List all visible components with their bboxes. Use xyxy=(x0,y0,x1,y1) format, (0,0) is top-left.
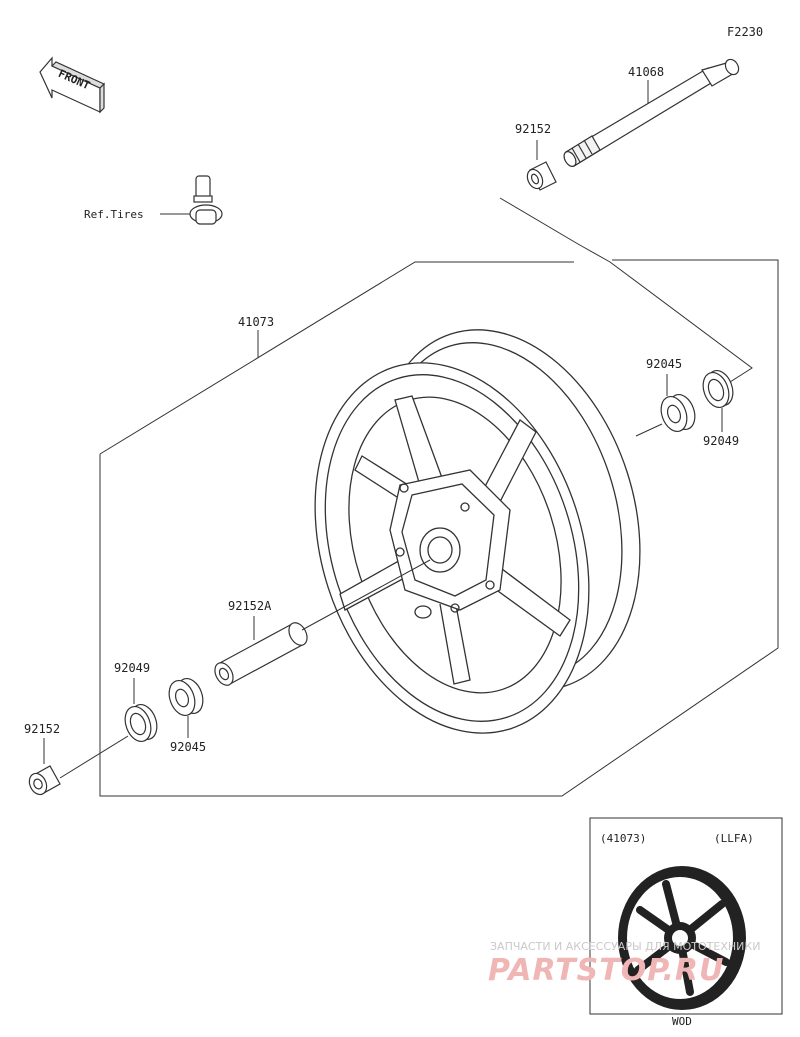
label-bearing-left: 92045 xyxy=(170,740,206,754)
label-collar-top: 92152 xyxy=(515,122,551,136)
collar-top xyxy=(526,161,557,191)
label-spacer: 92152A xyxy=(228,599,272,613)
front-arrow-icon: FRONT xyxy=(39,56,106,114)
label-bearing-right: 92045 xyxy=(646,357,682,371)
seal-left xyxy=(124,703,158,743)
label-seal-left: 92049 xyxy=(114,661,150,675)
watermark-line2: PARTSTOP.RU xyxy=(488,953,724,988)
inset-caption: WOD xyxy=(672,1015,692,1028)
label-ref-tires: Ref.Tires xyxy=(84,208,144,221)
inset-part: (41073) xyxy=(600,832,646,845)
label-wheel: 41073 xyxy=(238,315,274,329)
watermark-line1: ЗАПЧАСТИ И АКСЕССУАРЫ ДЛЯ МОТОТЕХНИКИ xyxy=(490,940,760,953)
label-seal-right: 92049 xyxy=(703,434,739,448)
label-collar-left: 92152 xyxy=(24,722,60,736)
diagram-code: F2230 xyxy=(727,25,763,39)
bearing-right xyxy=(660,393,696,433)
inset-wheel-icon xyxy=(618,866,746,1010)
tire-valve-icon xyxy=(189,175,223,225)
inset-variant: (LLFA) xyxy=(714,832,754,845)
front-wheel xyxy=(314,329,641,734)
bearing-left xyxy=(168,677,204,717)
inset-box: (41073) (LLFA) WOD xyxy=(589,817,783,1028)
spacer xyxy=(214,622,308,686)
front-axle xyxy=(563,58,740,167)
label-axle: 41068 xyxy=(628,65,664,79)
collar-left xyxy=(28,765,61,796)
seal-right xyxy=(702,369,734,409)
